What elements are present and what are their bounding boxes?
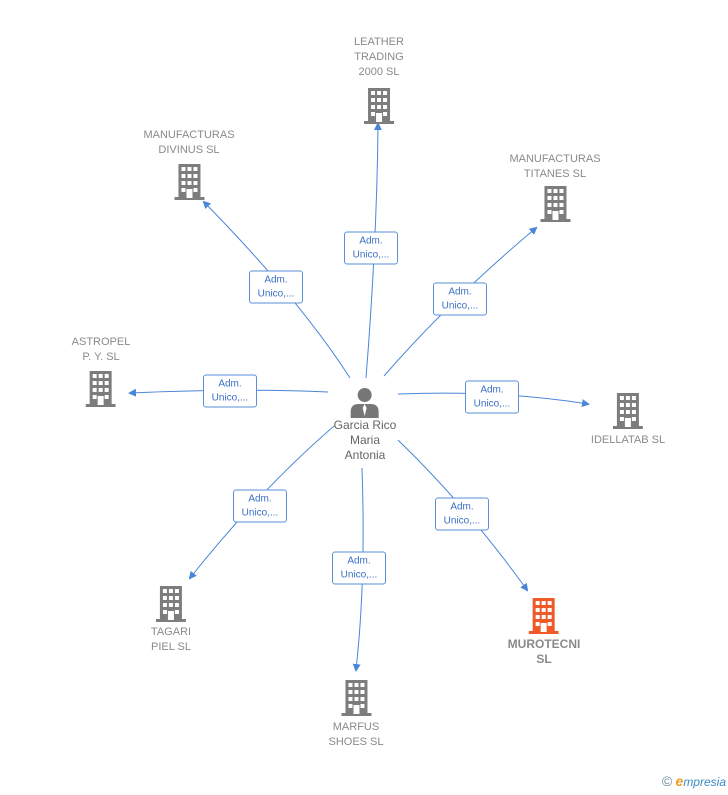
role-badge-line: Adm.	[264, 274, 288, 286]
company-idellatab[interactable]: IDELLATAB SL	[591, 393, 665, 448]
company-label-line: IDELLATAB SL	[590, 434, 666, 446]
company-label-line: P. Y. SL	[82, 351, 120, 363]
copyright-symbol: ©	[661, 773, 673, 789]
company-label-line: MANUFACTURAS	[143, 129, 235, 141]
role-badge-leather[interactable]: Adm. Unico,...	[344, 231, 398, 265]
role-badge-line: Adm.	[347, 555, 371, 567]
role-badge-line: Adm.	[480, 384, 504, 396]
role-badge-astropel[interactable]: Adm. Unico,...	[203, 374, 257, 408]
building-icon	[528, 598, 559, 634]
building-icon	[341, 680, 371, 716]
building-icon	[155, 586, 186, 622]
company-label-line: LEATHER	[354, 36, 404, 48]
company-label-line: TRADING	[354, 51, 404, 63]
company-label-line: TITANES SL	[523, 168, 587, 180]
role-badge-line: Unico,...	[211, 392, 249, 404]
company-label-line: MARFUS	[332, 721, 380, 733]
role-badge-line: Unico,...	[241, 507, 279, 519]
role-badge-titanes[interactable]: Adm. Unico,...	[433, 282, 487, 316]
role-badge-idellatab[interactable]: Adm. Unico,...	[465, 380, 519, 414]
center-person[interactable]: Garcia Rico Maria Antonia	[333, 386, 397, 463]
role-badge-line: Adm.	[218, 378, 242, 390]
role-badge-tagari[interactable]: Adm. Unico,...	[233, 489, 287, 523]
company-tagari[interactable]: TAGARI PIEL SL	[151, 586, 191, 655]
empresia-footer[interactable]: © empresia	[662, 773, 726, 789]
empresia-logo-icon: e	[675, 773, 684, 789]
empresia-brand: mpresia	[683, 775, 726, 789]
company-label-line: DIVINUS SL	[158, 144, 220, 156]
role-badge-line: Adm.	[359, 235, 383, 247]
company-astropel[interactable]: ASTROPEL P. Y. SL	[71, 335, 131, 407]
building-icon	[540, 186, 570, 222]
company-murotecni[interactable]: MUROTECNI SL	[507, 598, 581, 667]
company-label-line: 2000 SL	[358, 66, 400, 78]
building-icon	[174, 164, 204, 200]
role-badge-murotecni[interactable]: Adm. Unico,...	[435, 497, 489, 531]
role-badge-line: Unico,...	[443, 515, 481, 527]
building-icon	[86, 371, 116, 407]
company-titanes[interactable]: MANUFACTURAS TITANES SL	[509, 152, 601, 222]
company-label-line: MUROTECNI	[507, 637, 581, 651]
role-badge-marfus[interactable]: Adm. Unico,...	[332, 551, 386, 585]
role-badge-line: Adm.	[248, 493, 272, 505]
role-badge-line: Unico,...	[352, 249, 390, 261]
company-leather[interactable]: LEATHER TRADING 2000 SL	[354, 35, 404, 124]
company-label-line: SL	[536, 652, 552, 666]
person-name: Garcia Rico Maria Antonia	[333, 418, 397, 462]
role-badge-line: Unico,...	[441, 300, 479, 312]
building-icon	[363, 88, 394, 124]
role-badge-divinus[interactable]: Adm. Unico,...	[249, 270, 303, 304]
role-badge-line: Unico,...	[340, 569, 378, 581]
role-badge-line: Adm.	[450, 501, 474, 513]
company-label-line: TAGARI	[150, 626, 192, 638]
company-label-line: PIEL SL	[151, 641, 191, 653]
role-badge-line: Unico,...	[473, 398, 511, 410]
company-label-line: ASTROPEL	[71, 336, 131, 348]
company-label-line: MANUFACTURAS	[509, 153, 601, 165]
company-label-line: SHOES SL	[328, 736, 384, 748]
role-badge-line: Adm.	[448, 286, 472, 298]
role-badge-line: Unico,...	[257, 288, 295, 300]
building-icon	[613, 393, 643, 429]
person-icon	[351, 388, 379, 418]
company-marfus[interactable]: MARFUS SHOES SL	[328, 680, 384, 750]
company-divinus[interactable]: MANUFACTURAS DIVINUS SL	[143, 128, 235, 200]
